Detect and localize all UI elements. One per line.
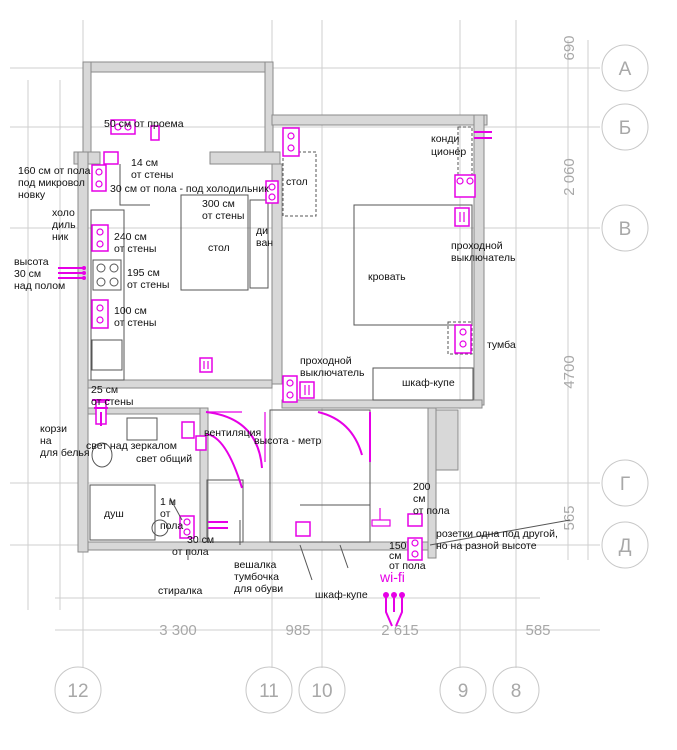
label-pass-switch-center-a: проходной (300, 355, 352, 367)
label-pass-switch-right-b: выключатель (451, 252, 516, 264)
label-sockets-note-a: розетки одна под другой, (436, 528, 558, 540)
label-bath-25-b: от стены (91, 396, 133, 408)
axis-number-12: 12 (67, 681, 88, 702)
label-sofa-b: ван (256, 237, 273, 249)
label-washer: стиралка (158, 585, 203, 597)
label-wifi: wi-fi (379, 569, 405, 585)
label-ventilation: вентиляция (204, 427, 261, 439)
label-kitchen-160-a: 160 см от пола (18, 165, 91, 177)
label-bath-1m-a: 1 м (160, 496, 176, 508)
dim-right-3: 4700 (561, 355, 578, 388)
label-height-meter: высота - метр (254, 435, 321, 447)
dim-right-1: 690 (561, 35, 578, 60)
label-common-light: свет общий (136, 453, 192, 465)
labels: 50 см от проема 14 см от стены 160 см от… (14, 118, 558, 601)
label-kitchen-195-b: от стены (127, 279, 169, 291)
axis-number-10: 10 (311, 681, 332, 702)
label-kitchen-195-a: 195 см (127, 267, 160, 279)
label-ac-a: конди (431, 133, 459, 145)
label-wardrobe-hall: шкаф-купе (315, 589, 368, 601)
label-sockets-note-b: но на разной высоте (436, 540, 537, 552)
label-bath-30-b: от пола (172, 546, 209, 558)
axis-markers-letters: А Б В Г Д (601, 44, 649, 569)
label-fridge-c: ник (52, 231, 69, 243)
label-wardrobe-bedroom: шкаф-купе (402, 377, 455, 389)
axis-letter-v: В (619, 219, 632, 240)
axis-number-8: 8 (511, 681, 522, 702)
label-bedroom-table: стол (286, 176, 308, 188)
walls (73, 61, 488, 559)
label-bath-1m-c: пола (160, 520, 183, 532)
label-mirror-light: свет над зеркалом (86, 440, 177, 452)
label-kitchen-160-b: под микровол (18, 177, 85, 189)
axis-letter-d: Д (619, 536, 632, 557)
axis-number-11: 11 (259, 681, 279, 702)
right-dimensions: 690 2 060 4700 565 (561, 35, 578, 530)
label-basket-b: на (40, 435, 52, 447)
label-kitchen-table: стол (208, 242, 230, 254)
plug-kitchen-icon (58, 266, 86, 280)
label-hall-200-a: 200 (413, 481, 431, 493)
label-bath-25-a: 25 см (91, 384, 118, 396)
axis-letter-g: Г (620, 474, 630, 495)
label-hanger-c: для обуви (234, 583, 283, 595)
label-kitchen-14-b: от стены (131, 169, 173, 181)
dim-right-4: 565 (561, 505, 578, 530)
wifi-plug-icon (383, 592, 405, 627)
label-basket-a: корзи (40, 423, 67, 435)
label-shower: душ (104, 508, 124, 520)
label-fridge-a: холо (52, 207, 75, 219)
label-kitchen-240-a: 240 см (114, 231, 147, 243)
dim-bottom-1: 3 300 (159, 622, 197, 639)
label-kitchen-100-b: от стены (114, 317, 156, 329)
label-hall-150-b: см (389, 550, 401, 562)
dim-right-2: 2 060 (561, 158, 578, 196)
label-bed: кровать (368, 271, 406, 283)
axis-letter-b: Б (619, 118, 631, 139)
label-hall-200-c: от пола (413, 505, 450, 517)
axis-letter-a: А (619, 59, 632, 80)
label-pass-switch-right-a: проходной (451, 240, 503, 252)
label-basket-c: для белья (40, 447, 90, 459)
label-kitchen-height-c: над полом (14, 280, 65, 292)
dim-bottom-2: 985 (285, 622, 310, 639)
label-bath-30-a: 30 см (187, 534, 214, 546)
axis-number-9: 9 (458, 681, 469, 702)
label-kitchen-14-a: 14 см (131, 157, 158, 169)
label-kitchen-300-b: от стены (202, 210, 244, 222)
label-sofa-a: ди (256, 225, 268, 237)
axis-markers-numbers: 12 11 10 9 8 (54, 666, 540, 714)
dim-bottom-4: 585 (525, 622, 550, 639)
label-hall-150-c: от пола (389, 560, 426, 572)
bottom-dimensions: 3 300 985 2 615 585 (159, 622, 550, 639)
label-hanger-a: вешалка (234, 559, 277, 571)
label-kitchen-100-a: 100 см (114, 305, 147, 317)
label-ac-b: ционер (431, 146, 466, 158)
label-bath-1m-b: от (160, 508, 171, 520)
furniture (89, 126, 474, 543)
leader-lines (169, 497, 571, 581)
label-hall-150-a: 150 (389, 540, 407, 552)
label-kitchen-160-c: новку (18, 189, 46, 201)
electrical (58, 119, 492, 627)
label-hall-200-b: см (413, 493, 425, 505)
label-kitchen-height-a: высота (14, 256, 49, 268)
label-kitchen-30: 30 см от пола - под холодильник (110, 183, 269, 195)
dim-bottom-3: 2 615 (381, 622, 419, 639)
label-top-room: 50 см от проема (104, 118, 184, 130)
label-hanger-b: тумбочка (234, 571, 279, 583)
router-icon (371, 508, 391, 527)
label-kitchen-300-a: 300 см (202, 198, 235, 210)
label-pass-switch-center-b: выключатель (300, 367, 365, 379)
label-nightstand: тумба (487, 339, 516, 351)
label-kitchen-height-b: 30 см (14, 268, 41, 280)
label-fridge-b: диль (52, 219, 76, 231)
label-kitchen-240-b: от стены (114, 243, 156, 255)
